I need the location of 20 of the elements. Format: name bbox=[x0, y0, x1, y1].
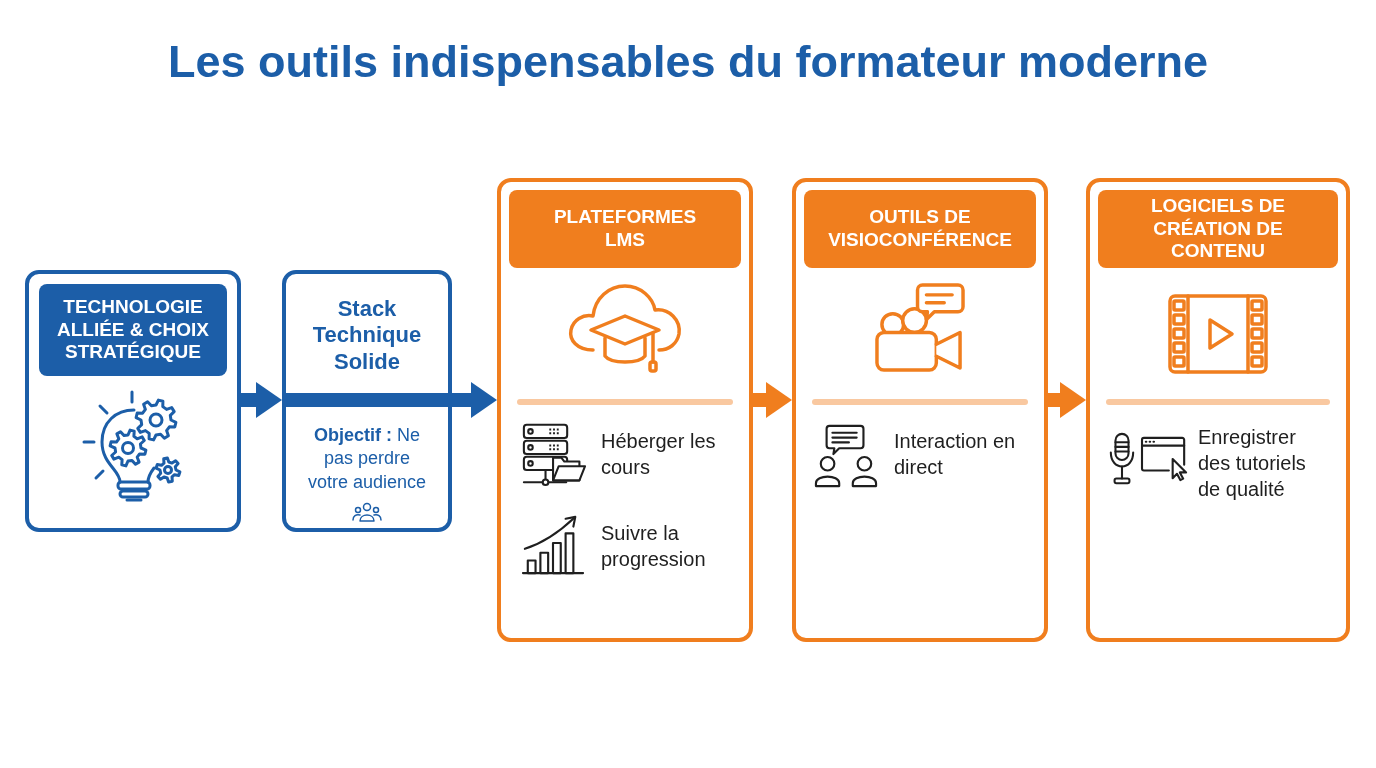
objective-text: Objectif : Ne pas perdre votre audience bbox=[306, 424, 428, 494]
card-panel bbox=[792, 178, 1048, 642]
card-title: Stack Technique Solide bbox=[311, 296, 423, 376]
item-text: Enregistrer des tutoriels de qualité bbox=[1198, 425, 1307, 502]
arrow bbox=[753, 382, 792, 418]
heading-banner: OUTILS DE VISIOCONFÉRENCE bbox=[804, 190, 1036, 268]
heading-banner: LOGICIELS DE CRÉATION DE CONTENU bbox=[1098, 190, 1338, 268]
card-panel bbox=[25, 270, 241, 532]
arrow bbox=[241, 382, 282, 418]
page-title: Les outils indispensables du formateur moderne bbox=[167, 36, 1209, 88]
item-text: Héberger les cours bbox=[601, 429, 717, 480]
card-panel bbox=[1086, 178, 1350, 642]
item-text: Interaction en direct bbox=[894, 429, 1017, 480]
arrow bbox=[286, 382, 497, 418]
arrow bbox=[1048, 382, 1086, 418]
item-text: Suivre la progression bbox=[601, 521, 707, 572]
heading-banner: PLATEFORMES LMS bbox=[509, 190, 741, 268]
card-panel bbox=[282, 270, 452, 532]
heading-banner: TECHNOLOGIE ALLIÉE & CHOIX STRATÉGIQUE bbox=[39, 284, 227, 376]
card-panel bbox=[497, 178, 753, 642]
